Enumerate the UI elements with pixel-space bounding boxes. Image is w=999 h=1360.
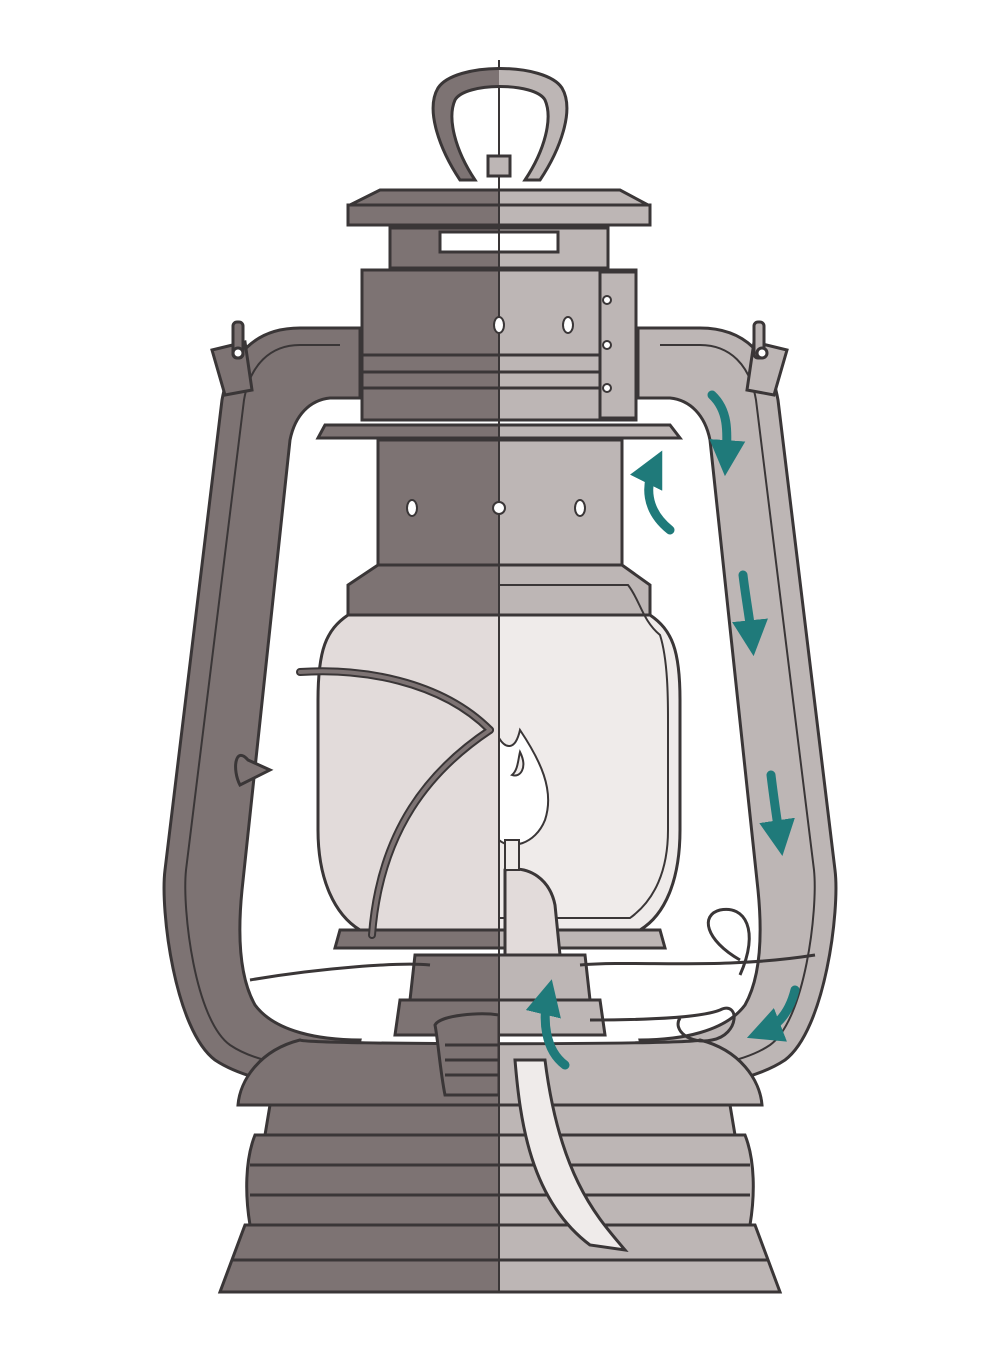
arrow-updraft-chimney <box>630 450 675 535</box>
lower-frame-wire <box>249 907 816 1043</box>
body-left-half <box>217 188 499 1294</box>
left-tube-clip <box>234 753 274 787</box>
arrow-feed-to-burner <box>746 985 800 1042</box>
arrow-downdraft-tube-3 <box>759 770 795 857</box>
airflow-arrows <box>525 390 800 1070</box>
vent-holes <box>406 295 612 517</box>
body-right-half <box>499 188 783 1294</box>
arrow-downdraft-tube-1 <box>707 390 746 477</box>
right-hook <box>745 320 789 397</box>
left-hook <box>210 320 254 397</box>
arrow-downdraft-tube-2 <box>732 570 768 657</box>
carry-handle <box>431 67 569 182</box>
arrow-updraft-burner <box>525 979 570 1070</box>
flame-icon <box>498 727 550 871</box>
